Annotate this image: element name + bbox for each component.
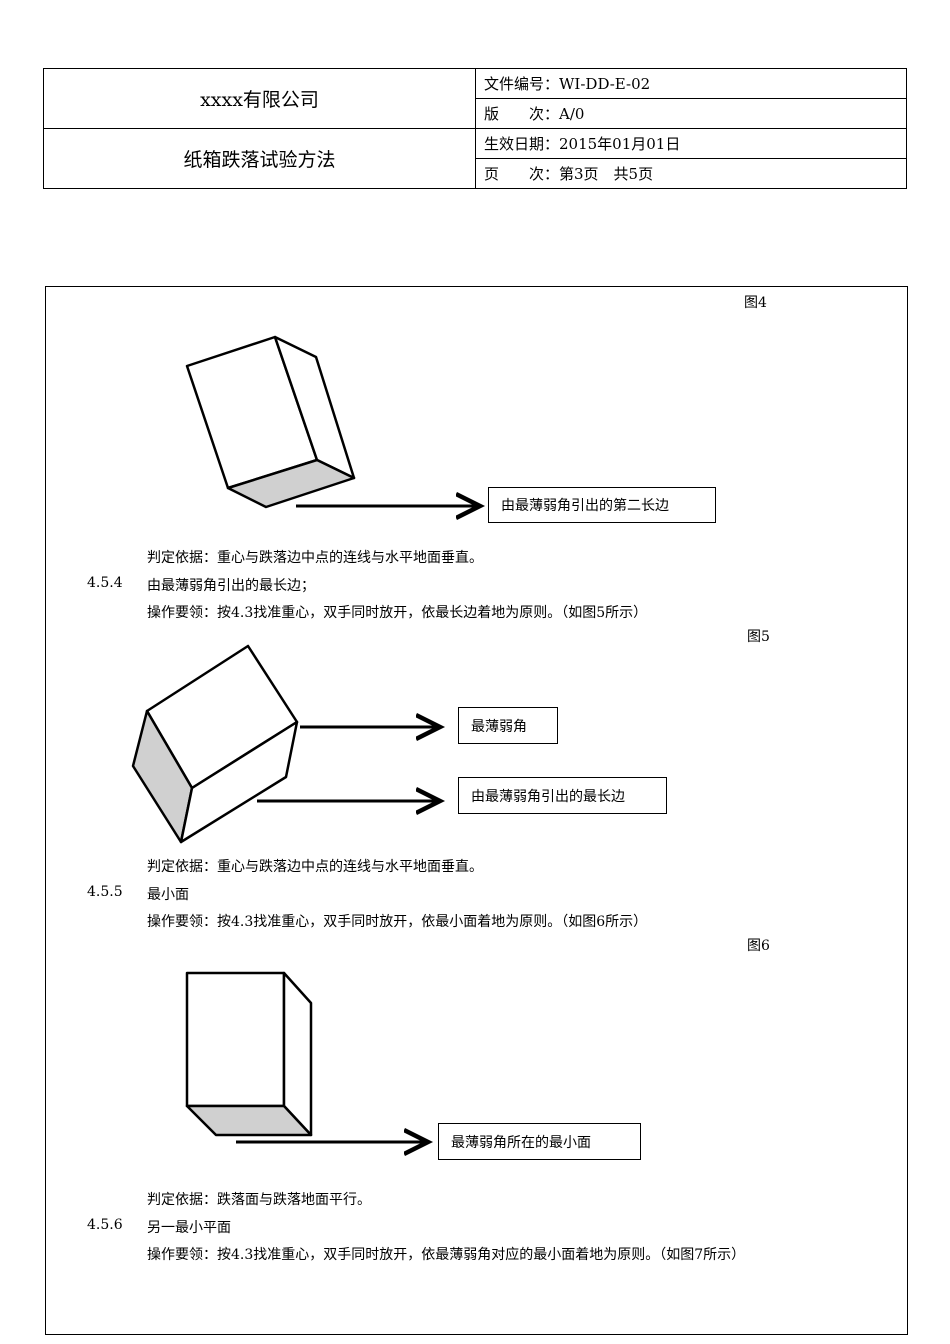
effective-date: 生效日期：2015年01月01日 bbox=[475, 128, 907, 159]
section-number: 4.5.4 bbox=[87, 575, 123, 591]
figure-6-caption: 图6 bbox=[747, 938, 770, 954]
figure-5-label-corner: 最薄弱角 bbox=[458, 707, 558, 744]
section-title: 最小面 bbox=[147, 887, 189, 903]
doc-title: 纸箱跌落试验方法 bbox=[43, 128, 476, 189]
criteria-text: 判定依据：重心与跌落边中点的连线与水平地面垂直。 bbox=[147, 550, 483, 566]
figure-6-label: 最薄弱角所在的最小面 bbox=[438, 1123, 641, 1160]
header-table: xxxx有限公司文件编号：WI-DD-E-02 版 次：A/0 纸箱跌落试验方法… bbox=[43, 68, 907, 189]
figure-4-label: 由最薄弱角引出的第二长边 bbox=[488, 487, 716, 523]
figure-6-box bbox=[185, 971, 428, 1142]
section-number: 4.5.6 bbox=[87, 1217, 123, 1233]
content-frame bbox=[45, 286, 908, 1335]
criteria-text: 判定依据：重心与跌落边中点的连线与水平地面垂直。 bbox=[147, 859, 483, 875]
section-title: 由最薄弱角引出的最长边； bbox=[147, 578, 315, 594]
section-number: 4.5.5 bbox=[87, 884, 123, 900]
operation-text: 操作要领：按4.3找准重心，双手同时放开，依最小面着地为原则。（如图6所示） bbox=[147, 914, 648, 930]
figure-5-label-edge: 由最薄弱角引出的最长边 bbox=[458, 777, 667, 814]
figure-4-caption: 图4 bbox=[744, 295, 767, 311]
figure-5-caption: 图5 bbox=[747, 629, 770, 645]
doc-number: 文件编号：WI-DD-E-02 bbox=[475, 68, 907, 99]
section-title: 另一最小平面 bbox=[147, 1220, 231, 1236]
criteria-text: 判定依据：跌落面与跌落地面平行。 bbox=[147, 1192, 371, 1208]
page-number: 页 次：第3页 共5页 bbox=[475, 158, 907, 189]
figure-5-box bbox=[131, 644, 440, 844]
operation-text: 操作要领：按4.3找准重心，双手同时放开，依最薄弱角对应的最小面着地为原则。（如… bbox=[147, 1247, 746, 1263]
company-name: xxxx有限公司 bbox=[43, 68, 476, 129]
operation-text: 操作要领：按4.3找准重心，双手同时放开，依最长边着地为原则。（如图5所示） bbox=[147, 605, 648, 621]
figure-4-box bbox=[185, 335, 480, 507]
